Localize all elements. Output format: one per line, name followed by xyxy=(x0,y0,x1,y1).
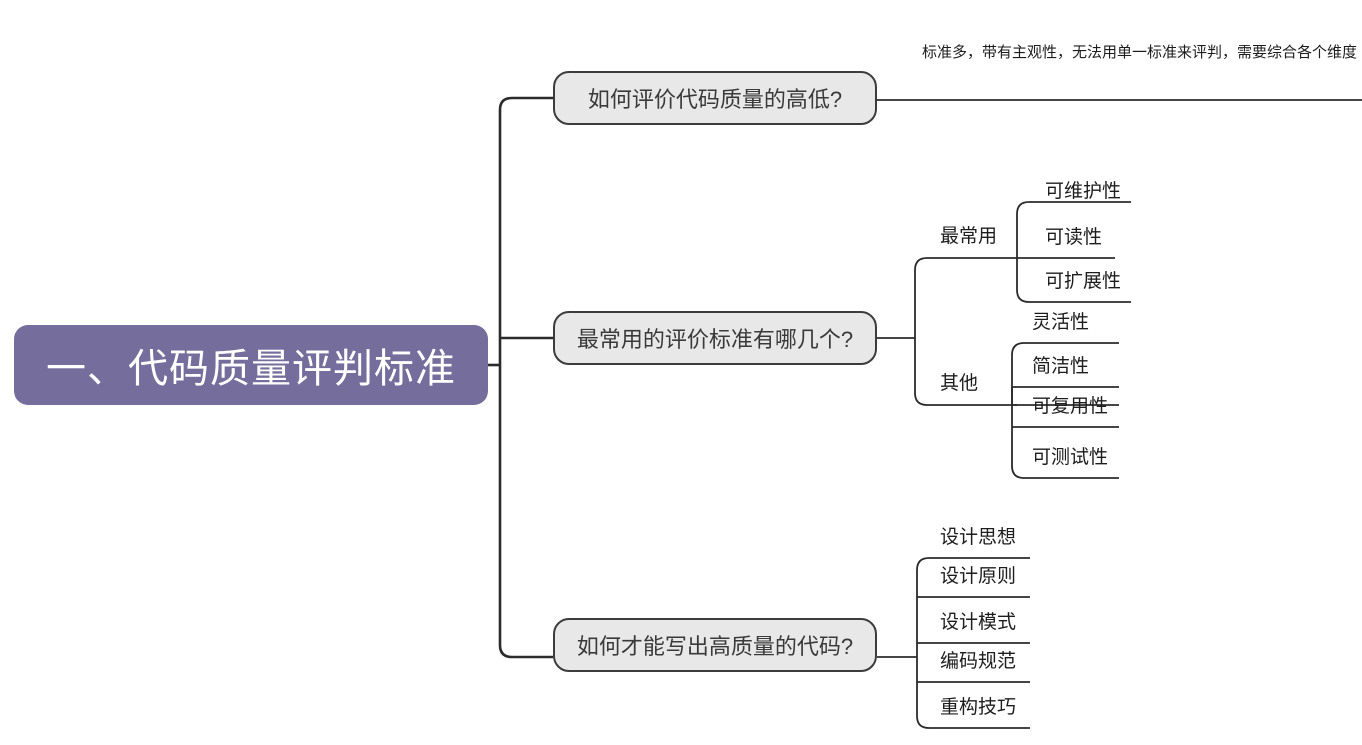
leaf-testability: 可测试性 xyxy=(1032,447,1109,468)
root-node[interactable]: 一、代码质量评判标准 xyxy=(14,325,488,405)
branch-node-label: 最常用的评价标准有哪几个? xyxy=(576,327,854,352)
leaf-simplicity: 简洁性 xyxy=(1032,356,1090,377)
branch-node-label: 如何才能写出高质量的代码? xyxy=(576,634,854,659)
leaf-maintainability: 可维护性 xyxy=(1045,181,1122,202)
branch-node-how-to-write[interactable]: 如何才能写出高质量的代码? xyxy=(553,618,877,672)
connector-branch-2 xyxy=(498,644,553,659)
leaf-reusability: 可复用性 xyxy=(1032,396,1109,417)
leaf-flexibility: 灵活性 xyxy=(1032,312,1090,333)
leaf-underline-0-0 xyxy=(1016,201,1131,215)
connector-group-0 xyxy=(914,257,1017,271)
branch-node-how-to-evaluate[interactable]: 如何评价代码质量的高低? xyxy=(553,71,877,125)
note-evaluation-criteria: 标准多，带有主观性，无法用单一标准来评判，需要综合各个维度 xyxy=(922,44,1358,61)
leaf-design-thinking: 设计思想 xyxy=(940,527,1017,548)
connector-branch-0 xyxy=(498,96,553,111)
connector-group-1 xyxy=(914,392,1017,406)
root-node-label: 一、代码质量评判标准 xyxy=(46,347,456,391)
leaf-extensibility: 可扩展性 xyxy=(1045,271,1122,292)
leaf-design-patterns: 设计模式 xyxy=(940,612,1017,633)
group-label-others: 其他 xyxy=(940,373,979,394)
branch-node-common-criteria[interactable]: 最常用的评价标准有哪几个? xyxy=(553,311,877,365)
branch-node-label: 如何评价代码质量的高低? xyxy=(587,87,843,112)
leaf-design-principles: 设计原则 xyxy=(940,566,1017,587)
leaf-underline-1-0 xyxy=(1011,342,1119,356)
group-label-most-common: 最常用 xyxy=(940,226,998,247)
leaf-coding-standards: 编码规范 xyxy=(940,651,1017,672)
leaf-refactoring-skills: 重构技巧 xyxy=(940,697,1017,718)
leaf-readability: 可读性 xyxy=(1045,227,1103,248)
